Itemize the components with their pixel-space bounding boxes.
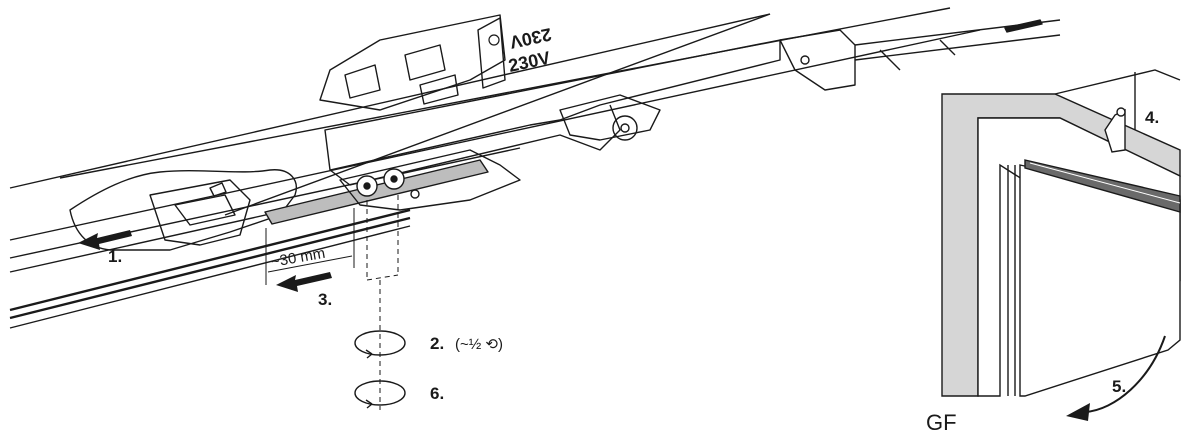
rotation-arrow-6 [365, 399, 373, 409]
screw-axis [366, 195, 399, 410]
end-rail-tab [1004, 19, 1043, 33]
rotation-ellipse-2 [354, 330, 406, 356]
direction-arrows [78, 230, 332, 292]
rail-line-4 [9, 208, 411, 312]
rail-line-1 [9, 29, 981, 241]
step-2-note: (~½ ⟲) [455, 336, 503, 353]
door-lever-knob [1116, 107, 1126, 117]
door-inset [941, 69, 1181, 413]
dimension-label: ~30 mm [270, 245, 327, 271]
earth-symbol [488, 34, 500, 46]
door-label: GF [926, 410, 957, 435]
arrow-1 [78, 230, 132, 250]
dimension-bracket [265, 208, 355, 285]
door-swing-arrowhead [1066, 403, 1090, 421]
carriage-pin [209, 182, 227, 197]
cover-slot-2 [404, 44, 446, 81]
step-5-label: 5. [1112, 377, 1126, 396]
voltage-plate [477, 17, 506, 89]
carriage-inner [174, 194, 236, 226]
stopper-bar [264, 159, 489, 225]
arm-roller-hub [620, 123, 630, 133]
screw-1-center [363, 182, 371, 190]
lock-arm [559, 94, 661, 141]
lower-housing [324, 39, 781, 171]
screw-heads [356, 168, 420, 199]
step-6-label: 6. [430, 384, 444, 403]
carriage-bracket [149, 179, 251, 246]
cover-slot-1 [344, 64, 381, 99]
door-leaf-edge [1007, 165, 1016, 396]
housing-mid-edge [224, 13, 771, 216]
step-3-label: 3. [318, 290, 332, 309]
wall-top [1054, 69, 1181, 95]
door-lever [1104, 108, 1126, 153]
door-rail [1024, 159, 1181, 213]
step-4-label: 4. [1145, 108, 1159, 127]
rail-line-6 [9, 225, 411, 329]
rail-line-5 [9, 216, 411, 320]
rotation-ellipse-6 [354, 380, 406, 406]
rotation-symbols [354, 330, 406, 409]
axis-bottom [366, 274, 399, 281]
step-2-label: 2. [430, 334, 444, 353]
screw-2-center [390, 175, 398, 183]
end-rail [854, 19, 1061, 71]
lock-carriage [339, 149, 521, 211]
end-cap [779, 29, 856, 91]
step-1-label: 1. [108, 247, 122, 266]
operator-assembly [9, 7, 1061, 329]
cover-slot-3 [419, 74, 459, 105]
screw-3 [410, 189, 420, 199]
rotation-arrow-2 [365, 349, 373, 359]
door-swing-arc [1084, 335, 1166, 413]
arrow-3 [276, 272, 332, 292]
end-cap-hole [800, 55, 810, 65]
lower-housing-front [329, 104, 621, 186]
housing-top-edge [9, 13, 771, 189]
arm-roller [612, 115, 638, 141]
dim-line [267, 255, 353, 273]
door-rail-line [1029, 162, 1181, 204]
cover-housing [319, 14, 506, 111]
